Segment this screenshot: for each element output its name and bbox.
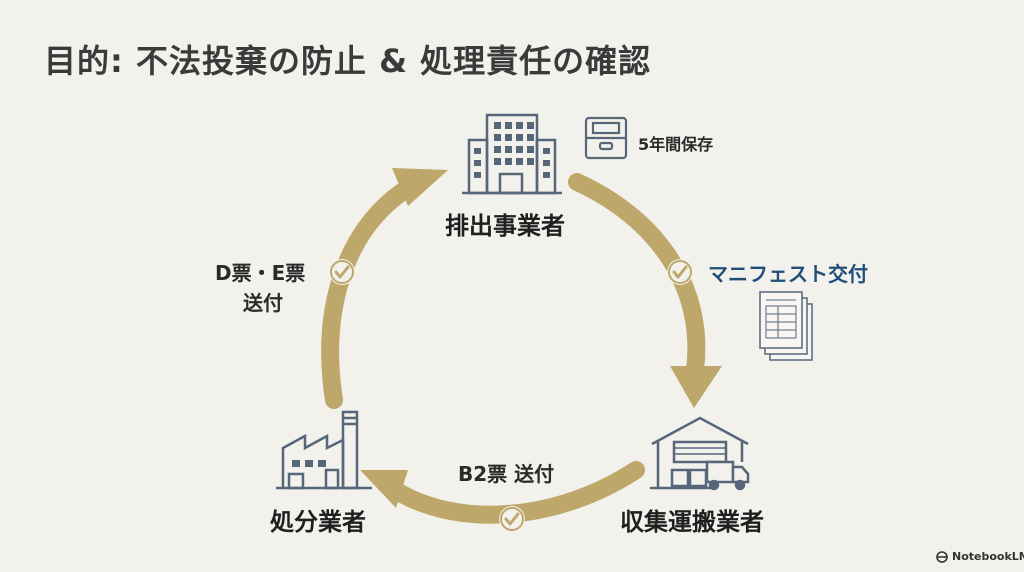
arrowhead-transporter-to-disposer <box>360 470 408 508</box>
edge-label-de-send-line2: 送付 <box>243 291 283 315</box>
edge-label-issue-manifest: マニフェスト交付 <box>708 262 868 286</box>
page-title: 目的: 不法投棄の防止 & 処理責任の確認 <box>44 42 652 80</box>
node-label-transporter: 収集運搬業者 <box>620 508 764 536</box>
brand-label: NotebookLM <box>952 550 1024 563</box>
check-icon <box>329 259 355 285</box>
arrow-disposer-to-generator <box>321 181 414 409</box>
node-label-generator: 排出事業者 <box>445 212 565 240</box>
storage-note: 5年間保存 <box>638 135 714 154</box>
archive-box-icon <box>584 116 628 160</box>
check-icon <box>499 506 525 532</box>
arrowhead-generator-to-transporter <box>670 366 722 408</box>
manifest-document-icon <box>759 291 813 361</box>
edge-label-de-send-line1: D票・E票 <box>215 261 306 285</box>
check-icon <box>667 259 693 285</box>
arrowhead-disposer-to-generator <box>392 168 448 206</box>
edge-label-b2-send: B2票 送付 <box>458 462 555 486</box>
office-building-icon <box>462 113 562 195</box>
warehouse-truck-icon <box>650 416 750 491</box>
notebooklm-logo-icon <box>936 551 948 563</box>
node-label-disposer: 処分業者 <box>270 508 366 536</box>
factory-icon <box>276 410 372 490</box>
arrow-generator-to-transporter <box>568 173 706 379</box>
